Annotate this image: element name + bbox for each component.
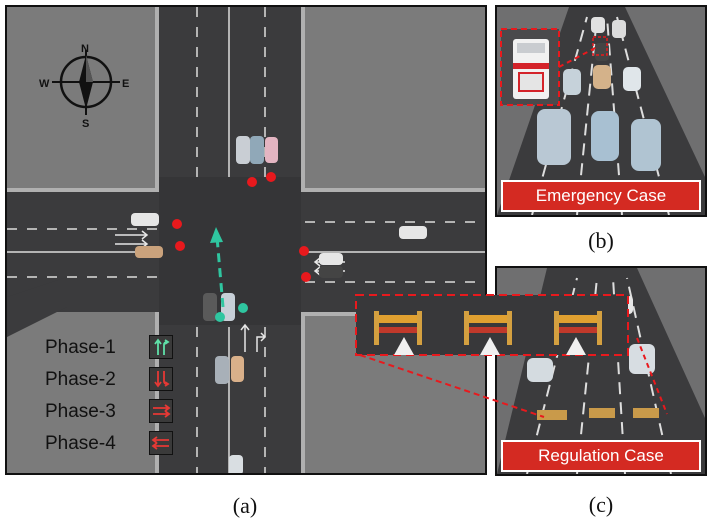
vehicle-queue	[527, 296, 655, 382]
east-arrows-icon	[149, 399, 173, 423]
south-queued-cars	[203, 293, 244, 473]
caption-c: (c)	[588, 492, 614, 517]
compass-e: E	[122, 78, 129, 90]
ambulance-icon	[513, 39, 549, 99]
emergency-scene	[497, 7, 705, 215]
straight-and-right-arrows-icon	[149, 335, 173, 359]
intersection-panel: N S E W Phase-1 Phase-2 Phase-3 Phase-4	[5, 5, 487, 475]
intersection-scene: N S E W	[7, 7, 485, 473]
straight-and-left-arrows-icon	[149, 367, 173, 391]
green-signals	[215, 303, 248, 322]
compass-icon: N S E W	[39, 43, 129, 130]
barrier-zoom-inset	[355, 294, 629, 418]
compass-n: N	[81, 43, 89, 55]
east-queued-cars	[319, 226, 427, 278]
barrier-icon	[374, 311, 602, 345]
phase-label: Phase-3	[45, 401, 116, 422]
emergency-case-label: Emergency Case	[501, 180, 701, 212]
emergency-panel: Emergency Case	[495, 5, 707, 217]
traffic-signals	[172, 172, 311, 282]
priority-path-arrowhead	[210, 227, 223, 243]
west-arrows-icon	[149, 431, 173, 455]
barriers	[537, 408, 659, 420]
compass-s: S	[82, 118, 89, 130]
regulation-case-label: Regulation Case	[501, 440, 701, 472]
north-queued-cars	[236, 136, 278, 164]
west-ramp	[7, 277, 157, 337]
vehicle-queue	[537, 17, 661, 171]
lane-markings	[7, 7, 485, 473]
phase-label: Phase-2	[45, 369, 116, 390]
phase-label: Phase-1	[45, 337, 116, 358]
phase-label: Phase-4	[45, 433, 116, 454]
compass-w: W	[39, 78, 50, 90]
caption-b: (b)	[588, 228, 614, 253]
caption-a: (a)	[232, 493, 258, 518]
priority-path	[215, 236, 225, 308]
west-queued-cars	[131, 213, 163, 258]
